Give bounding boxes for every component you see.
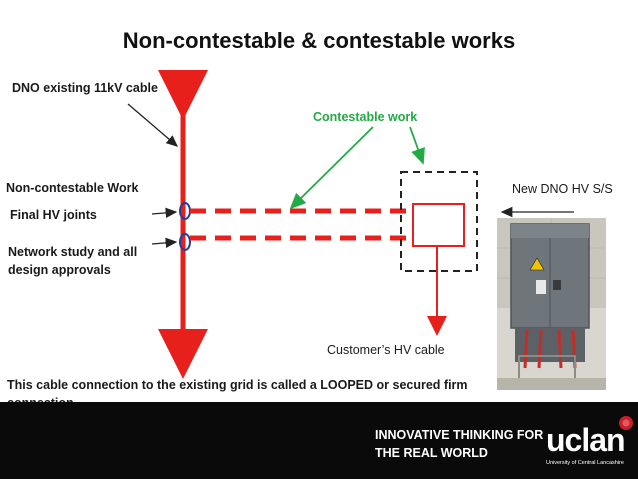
noncontest-pointer — [151, 207, 178, 219]
final-hv-joints-label: Final HV joints — [10, 208, 97, 222]
slide-title: Non-contestable & contestable works — [122, 28, 516, 53]
dno-label-pointer — [127, 103, 178, 147]
uclan-logo: uclan University of Central Lancashire — [546, 416, 634, 468]
network-study-label: Network study and all design approvals — [8, 245, 138, 277]
contestable-pointer-cable — [289, 126, 374, 210]
rose-icon — [619, 416, 633, 430]
contestable-work-label: Contestable work — [313, 110, 418, 124]
substation-photo — [497, 218, 606, 390]
netstudy-pointer — [151, 237, 178, 249]
logo-wordmark: uclan — [546, 422, 626, 458]
contestable-pointer-ss — [409, 126, 425, 165]
contestable-boundary — [400, 171, 478, 272]
new-dno-ss-label: New DNO HV S/S — [512, 182, 613, 196]
non-contestable-label: Non-contestable Work — [6, 181, 139, 195]
customer-cable-label: Customer’s HV cable — [327, 343, 445, 357]
footer-tagline: INNOVATIVE THINKING FOR THE REAL WORLD — [375, 428, 544, 460]
logo-subtitle: University of Central Lancashire — [546, 460, 624, 466]
footer-bar: INNOVATIVE THINKING FOR THE REAL WORLD u… — [0, 402, 638, 479]
new-substation-box — [412, 203, 465, 247]
hv-joint-lower — [179, 233, 191, 251]
dno-cable-label: DNO existing 11kV cable — [12, 81, 158, 95]
